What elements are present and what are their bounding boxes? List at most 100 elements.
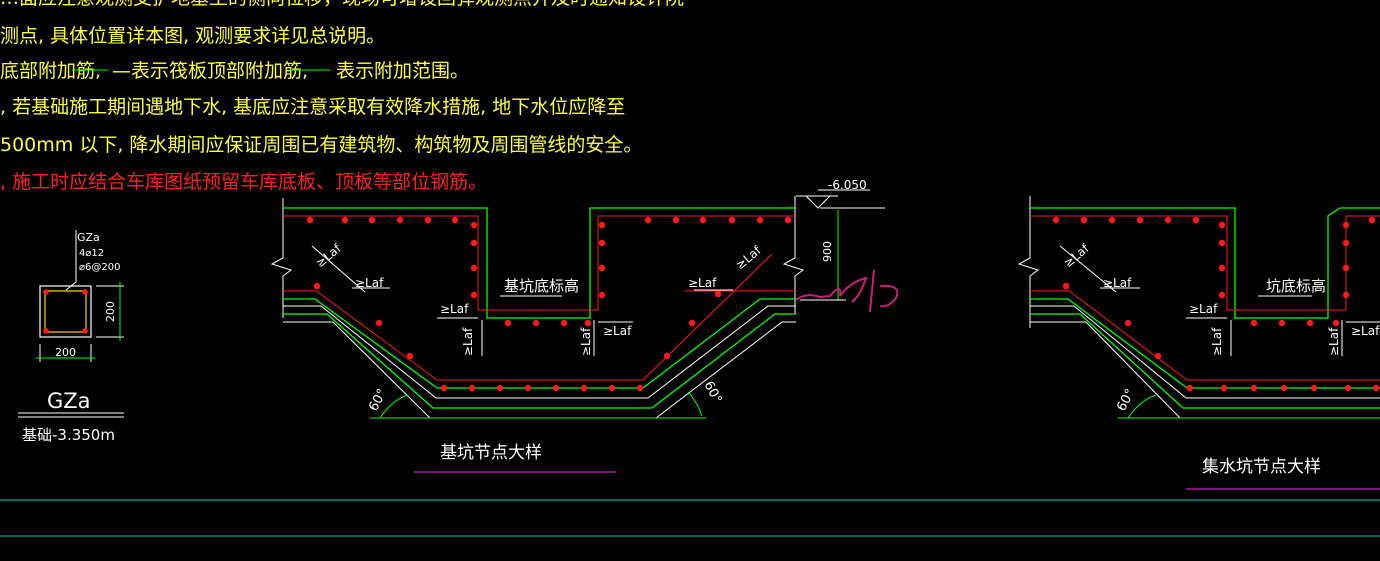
rebar-top-line — [283, 215, 796, 311]
column-label-top: GZa — [77, 231, 100, 244]
rebar-dot — [1192, 216, 1200, 224]
rebar-dot — [1368, 216, 1376, 224]
rebar-dot — [580, 384, 588, 392]
pit-detail-title: 基坑节点大样 — [440, 443, 542, 463]
rebar-dot — [440, 384, 448, 392]
rebar-dot — [470, 221, 478, 229]
rebar-dot — [1280, 384, 1288, 392]
column-rebar-dot — [82, 328, 88, 334]
anchor-label: ≥Laf — [1103, 276, 1132, 290]
rebar-dot — [406, 352, 414, 360]
rebar-dot — [1332, 319, 1340, 327]
rebar-dot — [1218, 264, 1226, 272]
rebar-dot — [1108, 216, 1116, 224]
pit-depth-dim: 900 — [821, 241, 834, 262]
sump-detail-title: 集水坑节点大样 — [1202, 457, 1321, 477]
rebar-dot — [1052, 216, 1060, 224]
rebar-top-line — [1030, 215, 1380, 311]
cushion-line — [1030, 313, 1380, 409]
rebar-dot — [1342, 291, 1350, 299]
concrete-outline-top — [283, 207, 796, 319]
rebar-dot — [1342, 264, 1350, 272]
column-title: GZa — [47, 389, 91, 413]
column-dim-height: 200 — [104, 301, 117, 322]
rebar-dots — [306, 216, 1380, 392]
anchor-label: ≥Laf — [1189, 302, 1218, 316]
rebar-dot — [688, 319, 696, 327]
rebar-dot — [598, 239, 606, 247]
rebar-dot — [714, 290, 722, 298]
cushion-line — [1030, 305, 1380, 399]
rebar-dot — [672, 216, 680, 224]
rebar-dot — [1136, 216, 1144, 224]
anchor-leader — [311, 245, 366, 293]
rebar-dot — [313, 282, 321, 290]
column-dim-width: 200 — [55, 346, 76, 359]
rebar-dot — [1220, 384, 1228, 392]
note-line-5: 500mm 以下, 降水期间应保证周围已有建筑物、构筑物及周围管线的安全。 — [0, 134, 643, 156]
rebar-dot — [524, 384, 532, 392]
sump-bottom-label: 坑底标高 — [1266, 277, 1326, 295]
rebar-dot — [1250, 384, 1258, 392]
anchor-label: ≥Laf — [1061, 241, 1092, 270]
note-line-3b: —表示筏板顶部附加筋, — [112, 60, 309, 82]
column-rebar-dot — [43, 328, 49, 334]
rebar-dot — [636, 384, 644, 392]
column-rebar-main: 4⌀12 — [79, 248, 104, 259]
concrete-outline-top — [1030, 207, 1380, 319]
pit-bottom-label: 基坑底标高 — [504, 277, 579, 295]
rebar-dot — [699, 216, 707, 224]
rebar-slope-left — [1067, 289, 1188, 381]
anchor-label: ≥Laf — [440, 302, 469, 316]
rebar-dot — [1186, 384, 1194, 392]
elevation-triangle — [805, 195, 831, 209]
rebar-dot — [1342, 221, 1350, 229]
slab-outline — [283, 298, 796, 389]
rebar-dot — [1062, 282, 1070, 290]
rebar-dot — [598, 291, 606, 299]
column-gza-detail[interactable]: GZa 4⌀12 ⌀6@200 200 200 GZa 基础-3.350m — [18, 230, 124, 444]
rebar-dot — [1306, 319, 1314, 327]
handwritten-mark — [795, 269, 899, 313]
pit-node-detail[interactable]: ≥Laf ≥Laf ≥Laf ≥Laf ≥Laf ≥Laf ≥Laf ≥Laf … — [270, 178, 899, 473]
rebar-dot — [1218, 291, 1226, 299]
anchor-leader — [1059, 245, 1117, 293]
rebar-dot — [470, 291, 478, 299]
anchor-label: ≥Laf — [1210, 327, 1224, 356]
rebar-dot — [1080, 216, 1088, 224]
sump-node-detail[interactable]: ≥Laf ≥Laf ≥Laf ≥Laf ≥Laf ≥Laf 坑底标高 60° 集… — [1017, 196, 1380, 490]
rebar-dot — [451, 216, 459, 224]
anchor-label: ≥Laf — [688, 276, 717, 290]
column-rebar-stirrup: ⌀6@200 — [79, 262, 120, 273]
rebar-dot — [470, 264, 478, 272]
rebar-dot — [644, 216, 652, 224]
rebar-dot — [396, 216, 404, 224]
rebar-dot — [552, 384, 560, 392]
rebar-dot — [1218, 221, 1226, 229]
rebar-dot — [368, 216, 376, 224]
rebar-dot — [728, 216, 736, 224]
anchor-label: ≥Laf — [1327, 327, 1341, 356]
rebar-dot — [1164, 216, 1172, 224]
cushion-line — [283, 305, 796, 399]
note-line-4: , 若基础施工期间遇地下水, 基底应注意采取有效降水措施, 地下水位应降至 — [0, 96, 626, 118]
angle-arc-right — [687, 391, 703, 417]
rebar-dot — [1154, 352, 1162, 360]
column-base-elevation: 基础-3.350m — [22, 426, 115, 444]
note-line-3c: 表示附加范围。 — [336, 60, 470, 82]
column-rebar-dot — [43, 289, 49, 295]
anchor-label: ≥Laf — [603, 324, 632, 338]
rebar-dot — [756, 216, 764, 224]
note-line-1: …面应注意观测支护地基土的侧向位移，现场可增设回弹观测点并及时通知设计院 — [0, 0, 684, 8]
rebar-dot — [1250, 319, 1258, 327]
break-line-left — [1017, 196, 1040, 328]
pit-elevation: -6.050 — [828, 178, 867, 192]
rebar-dot — [1218, 239, 1226, 247]
rebar-dot — [584, 319, 592, 327]
rebar-dot — [341, 216, 349, 224]
anchor-label: ≥Laf — [355, 276, 384, 290]
cushion-line — [283, 321, 796, 419]
note-line-2: 测点, 具体位置详本图, 观测要求详见总说明。 — [0, 25, 386, 47]
